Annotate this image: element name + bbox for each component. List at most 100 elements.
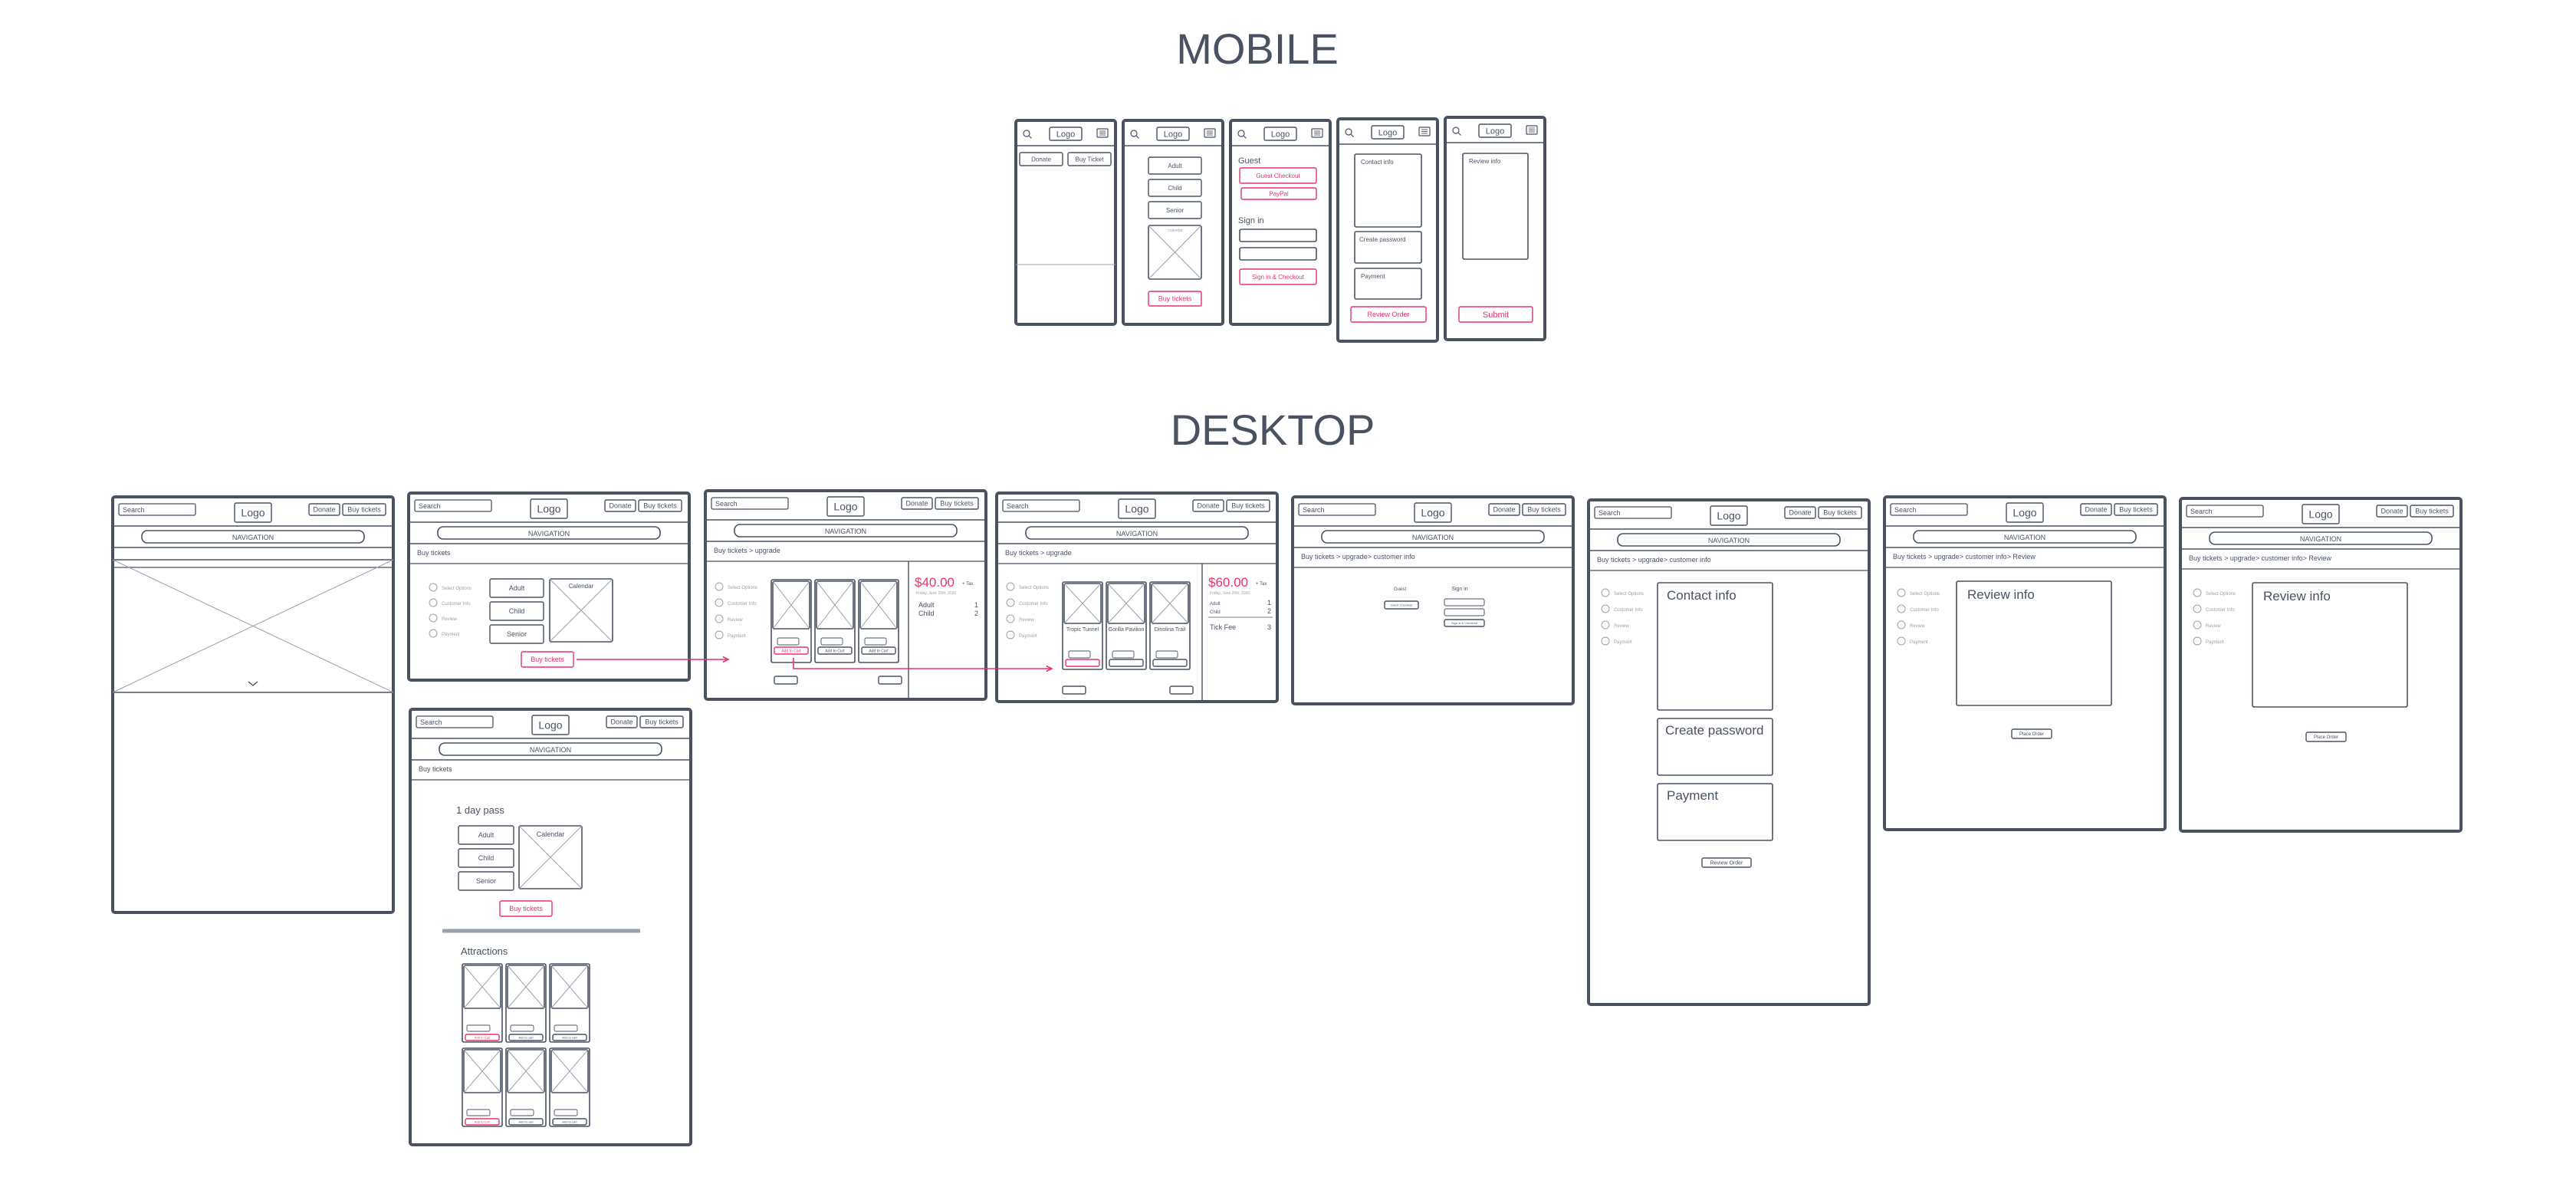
button-label[interactable]: Logo — [1271, 130, 1290, 139]
button-frame[interactable] — [1458, 306, 1533, 323]
button-frame[interactable] — [465, 1118, 500, 1126]
button-label[interactable]: Buy tickets — [2415, 508, 2449, 515]
menu-icon-frame[interactable] — [1204, 128, 1216, 138]
button-label[interactable]: Senior — [507, 630, 527, 638]
button-label[interactable]: Buy tickets — [509, 905, 543, 912]
button-label[interactable]: Donate — [1031, 156, 1051, 163]
button-label[interactable]: Buy tickets — [347, 506, 381, 514]
button-label[interactable]: Donate — [905, 500, 928, 508]
button-frame[interactable] — [1062, 685, 1086, 695]
email-field[interactable] — [1444, 598, 1485, 607]
search-input[interactable] — [1594, 506, 1672, 519]
menu-icon-frame[interactable] — [1096, 128, 1109, 138]
button-label[interactable]: Donate — [2085, 506, 2107, 514]
navigation-pill[interactable] — [439, 742, 662, 756]
menu-icon-frame[interactable] — [1418, 127, 1431, 136]
search-input[interactable] — [1002, 499, 1080, 512]
button-label[interactable]: PayPal — [1269, 190, 1289, 197]
button-frame[interactable] — [774, 676, 798, 685]
button-frame[interactable] — [489, 601, 544, 621]
navigation-pill[interactable] — [1321, 530, 1545, 544]
button-label[interactable]: Logo — [1125, 502, 1148, 515]
button-frame[interactable] — [1152, 659, 1188, 667]
button-label[interactable]: Add to Cart — [475, 1119, 491, 1123]
search-input[interactable] — [414, 499, 492, 512]
button-label[interactable]: Buy tickets — [531, 656, 564, 663]
button-frame[interactable] — [1019, 152, 1063, 166]
button-label[interactable]: Logo — [1164, 130, 1182, 139]
button-frame[interactable] — [531, 715, 570, 735]
button-frame[interactable] — [342, 503, 386, 516]
qty-stepper[interactable] — [864, 637, 887, 646]
button-frame[interactable] — [606, 715, 638, 728]
button-label[interactable]: Add to cart — [518, 1119, 534, 1123]
button-label[interactable]: Donate — [313, 506, 335, 514]
button-frame[interactable] — [1350, 306, 1427, 323]
button-label[interactable]: Logo — [1486, 127, 1504, 136]
button-label[interactable]: Review Order — [1710, 860, 1743, 866]
button-label[interactable]: Buy tickets — [645, 718, 678, 726]
button-label[interactable]: Buy tickets — [940, 500, 974, 508]
button-label[interactable]: Add to Cart — [825, 649, 845, 653]
button-label[interactable]: Senior — [476, 877, 496, 885]
button-frame[interactable] — [2114, 503, 2158, 516]
search-input[interactable] — [2186, 505, 2264, 518]
button-label[interactable]: Add to cart — [562, 1119, 577, 1123]
button-label[interactable]: Donate — [2380, 508, 2403, 515]
button-label[interactable]: Logo — [833, 500, 857, 512]
navigation-pill[interactable] — [437, 526, 661, 540]
button-frame[interactable] — [1049, 127, 1083, 141]
button-frame[interactable] — [901, 497, 933, 510]
button-label[interactable]: Donate — [610, 718, 632, 726]
button-label[interactable]: Review Order — [1367, 311, 1409, 318]
qty-stepper[interactable] — [1068, 650, 1091, 659]
button-label[interactable]: Add to cart — [562, 1035, 577, 1039]
button-label[interactable]: Add to Cart — [869, 649, 889, 653]
button-label[interactable]: Buy tickets — [1231, 502, 1265, 510]
button-frame[interactable] — [1067, 152, 1112, 166]
button-label[interactable]: Child — [509, 607, 525, 615]
navigation-pill[interactable] — [2209, 531, 2433, 545]
button-label[interactable]: Logo — [538, 718, 562, 731]
button-frame[interactable] — [638, 499, 682, 512]
button-label[interactable]: Sign in & Checkout — [1451, 621, 1478, 625]
button-label[interactable]: Logo — [537, 502, 560, 515]
navigation-pill[interactable] — [141, 530, 365, 544]
button-frame[interactable] — [2006, 502, 2044, 523]
search-input[interactable] — [118, 503, 196, 516]
qty-stepper[interactable] — [777, 637, 800, 646]
button-frame[interactable] — [1169, 685, 1194, 695]
button-frame[interactable] — [2376, 505, 2408, 518]
button-label[interactable]: Donate — [1789, 509, 1811, 517]
button-frame[interactable] — [2302, 504, 2340, 524]
button-label[interactable]: Logo — [2308, 508, 2332, 520]
button-label[interactable]: Donate — [1197, 502, 1219, 510]
button-frame[interactable] — [1444, 619, 1485, 627]
button-frame[interactable] — [1488, 503, 1520, 516]
button-label[interactable]: Logo — [1378, 128, 1397, 137]
button-label[interactable]: Adult — [509, 584, 525, 592]
button-frame[interactable] — [1239, 268, 1317, 285]
button-frame[interactable] — [604, 499, 636, 512]
button-label[interactable]: Logo — [1421, 506, 1444, 518]
button-label[interactable]: Place Order — [2314, 735, 2338, 740]
button-frame[interactable] — [1522, 503, 1566, 516]
button-label[interactable]: Submit — [1483, 311, 1509, 320]
button-label[interactable]: Guest Checkout — [1391, 603, 1414, 607]
qty-stepper[interactable] — [510, 1109, 534, 1116]
qty-stepper[interactable] — [466, 1024, 491, 1032]
button-frame[interactable] — [878, 676, 902, 685]
button-label[interactable]: Child — [478, 854, 495, 862]
button-frame[interactable] — [1118, 498, 1156, 519]
qty-stepper[interactable] — [554, 1024, 578, 1032]
button-frame[interactable] — [1414, 502, 1452, 523]
button-frame[interactable] — [1818, 506, 1862, 519]
button-frame[interactable] — [639, 715, 684, 728]
qty-stepper[interactable] — [510, 1024, 534, 1032]
qty-stepper[interactable] — [820, 637, 843, 646]
button-frame[interactable] — [1478, 123, 1512, 138]
button-frame[interactable] — [552, 1118, 587, 1126]
button-frame[interactable] — [1240, 187, 1317, 200]
button-frame[interactable] — [1263, 127, 1297, 141]
button-label[interactable]: Add to Cart — [781, 649, 801, 653]
